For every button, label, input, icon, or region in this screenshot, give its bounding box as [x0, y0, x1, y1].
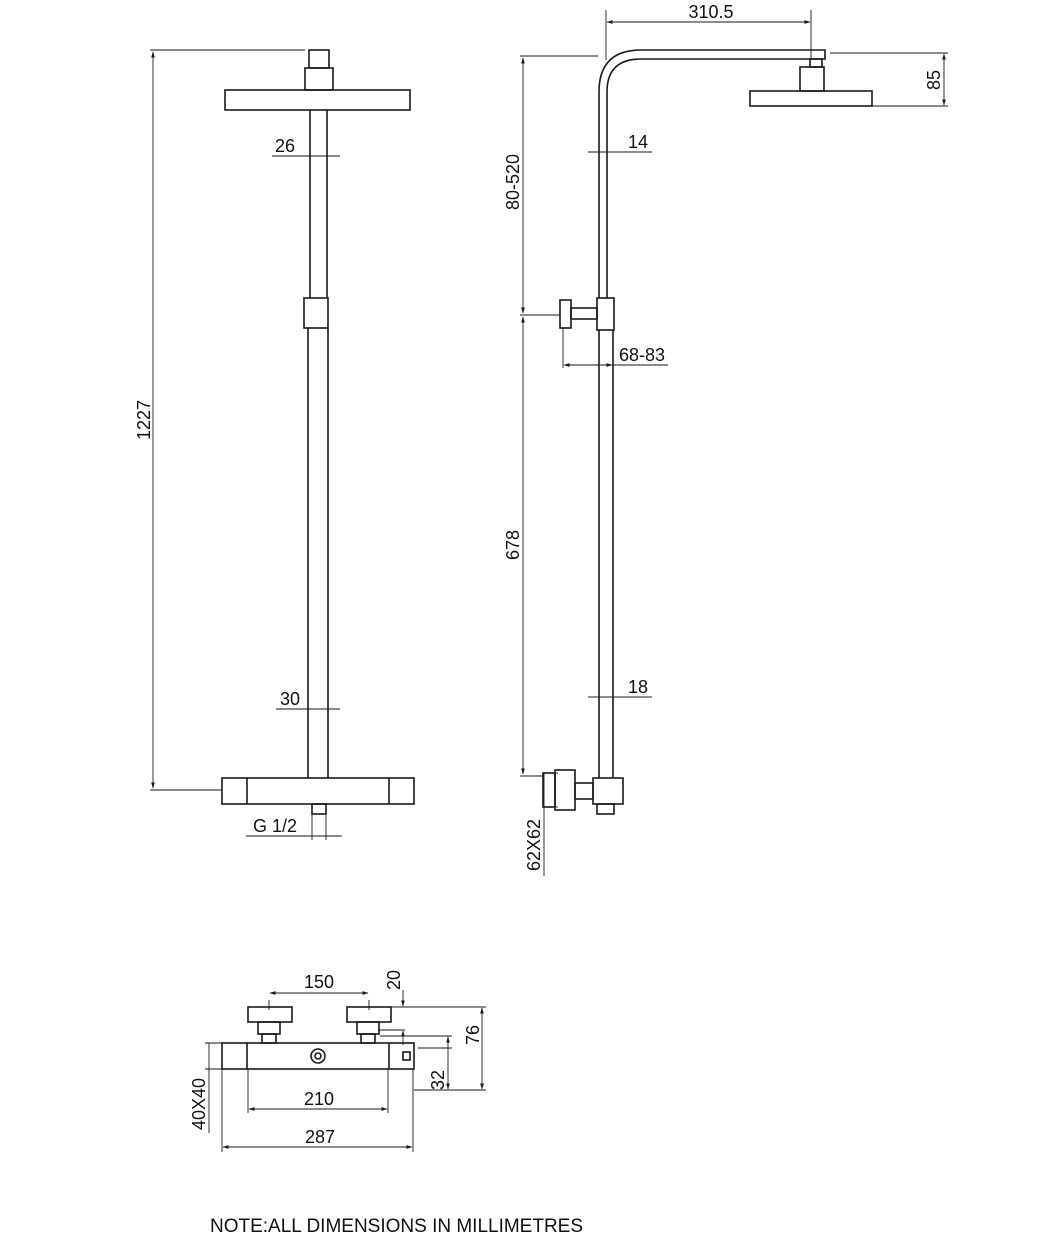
side-slider-bracket — [559, 297, 615, 331]
side-view: 310.5 85 14 80-520 68-83 678 18 62X62 — [503, 2, 948, 876]
front-shower-head — [224, 49, 411, 111]
side-valve-body — [542, 769, 624, 815]
side-arm-pipe — [598, 49, 826, 298]
front-dimension-lines — [150, 49, 342, 840]
plan-total-depth-label: 76 — [463, 1025, 483, 1045]
front-thread-label: G 1/2 — [253, 816, 297, 836]
front-height-label: 1227 — [134, 400, 154, 440]
plan-valve-body — [221, 1042, 415, 1070]
plan-body-length-label: 287 — [305, 1127, 335, 1147]
side-dimension-lines — [520, 10, 948, 876]
plan-body-depth-label: 32 — [428, 1070, 448, 1090]
side-head-height-label: 85 — [924, 70, 944, 90]
side-lower-pipe-label: 18 — [628, 677, 648, 697]
side-knob-size-label: 62X62 — [524, 819, 544, 871]
plan-right-knob — [346, 1006, 392, 1044]
side-arm-projection-label: 310.5 — [688, 2, 733, 22]
side-shower-head — [749, 58, 873, 107]
side-arm-pipe-label: 14 — [628, 132, 648, 152]
plan-left-knob — [247, 1006, 293, 1044]
side-lower-pipe — [598, 330, 614, 778]
front-thermostatic-bar — [221, 777, 415, 815]
side-lower-length-label: 678 — [503, 530, 523, 560]
plan-knob-spacing-label: 150 — [304, 972, 334, 992]
side-adjustable-height-label: 80-520 — [503, 154, 523, 210]
plan-dimension-lines — [205, 990, 486, 1152]
units-note: NOTE:ALL DIMENSIONS IN MILLIMETRES — [210, 1216, 584, 1237]
front-riser-pipe — [303, 110, 329, 778]
front-upper-pipe-label: 26 — [275, 136, 295, 156]
front-lower-pipe-label: 30 — [280, 689, 300, 709]
plan-knob-depth-label: 20 — [384, 970, 404, 990]
plan-body-section-label: 40X40 — [189, 1078, 209, 1130]
valve-plan-view: 150 20 76 32 40X40 210 287 — [189, 970, 486, 1152]
side-bracket-projection-label: 68-83 — [619, 345, 665, 365]
plan-connection-centres-label: 210 — [304, 1089, 334, 1109]
front-view: 1227 26 30 G 1/2 — [134, 49, 415, 840]
